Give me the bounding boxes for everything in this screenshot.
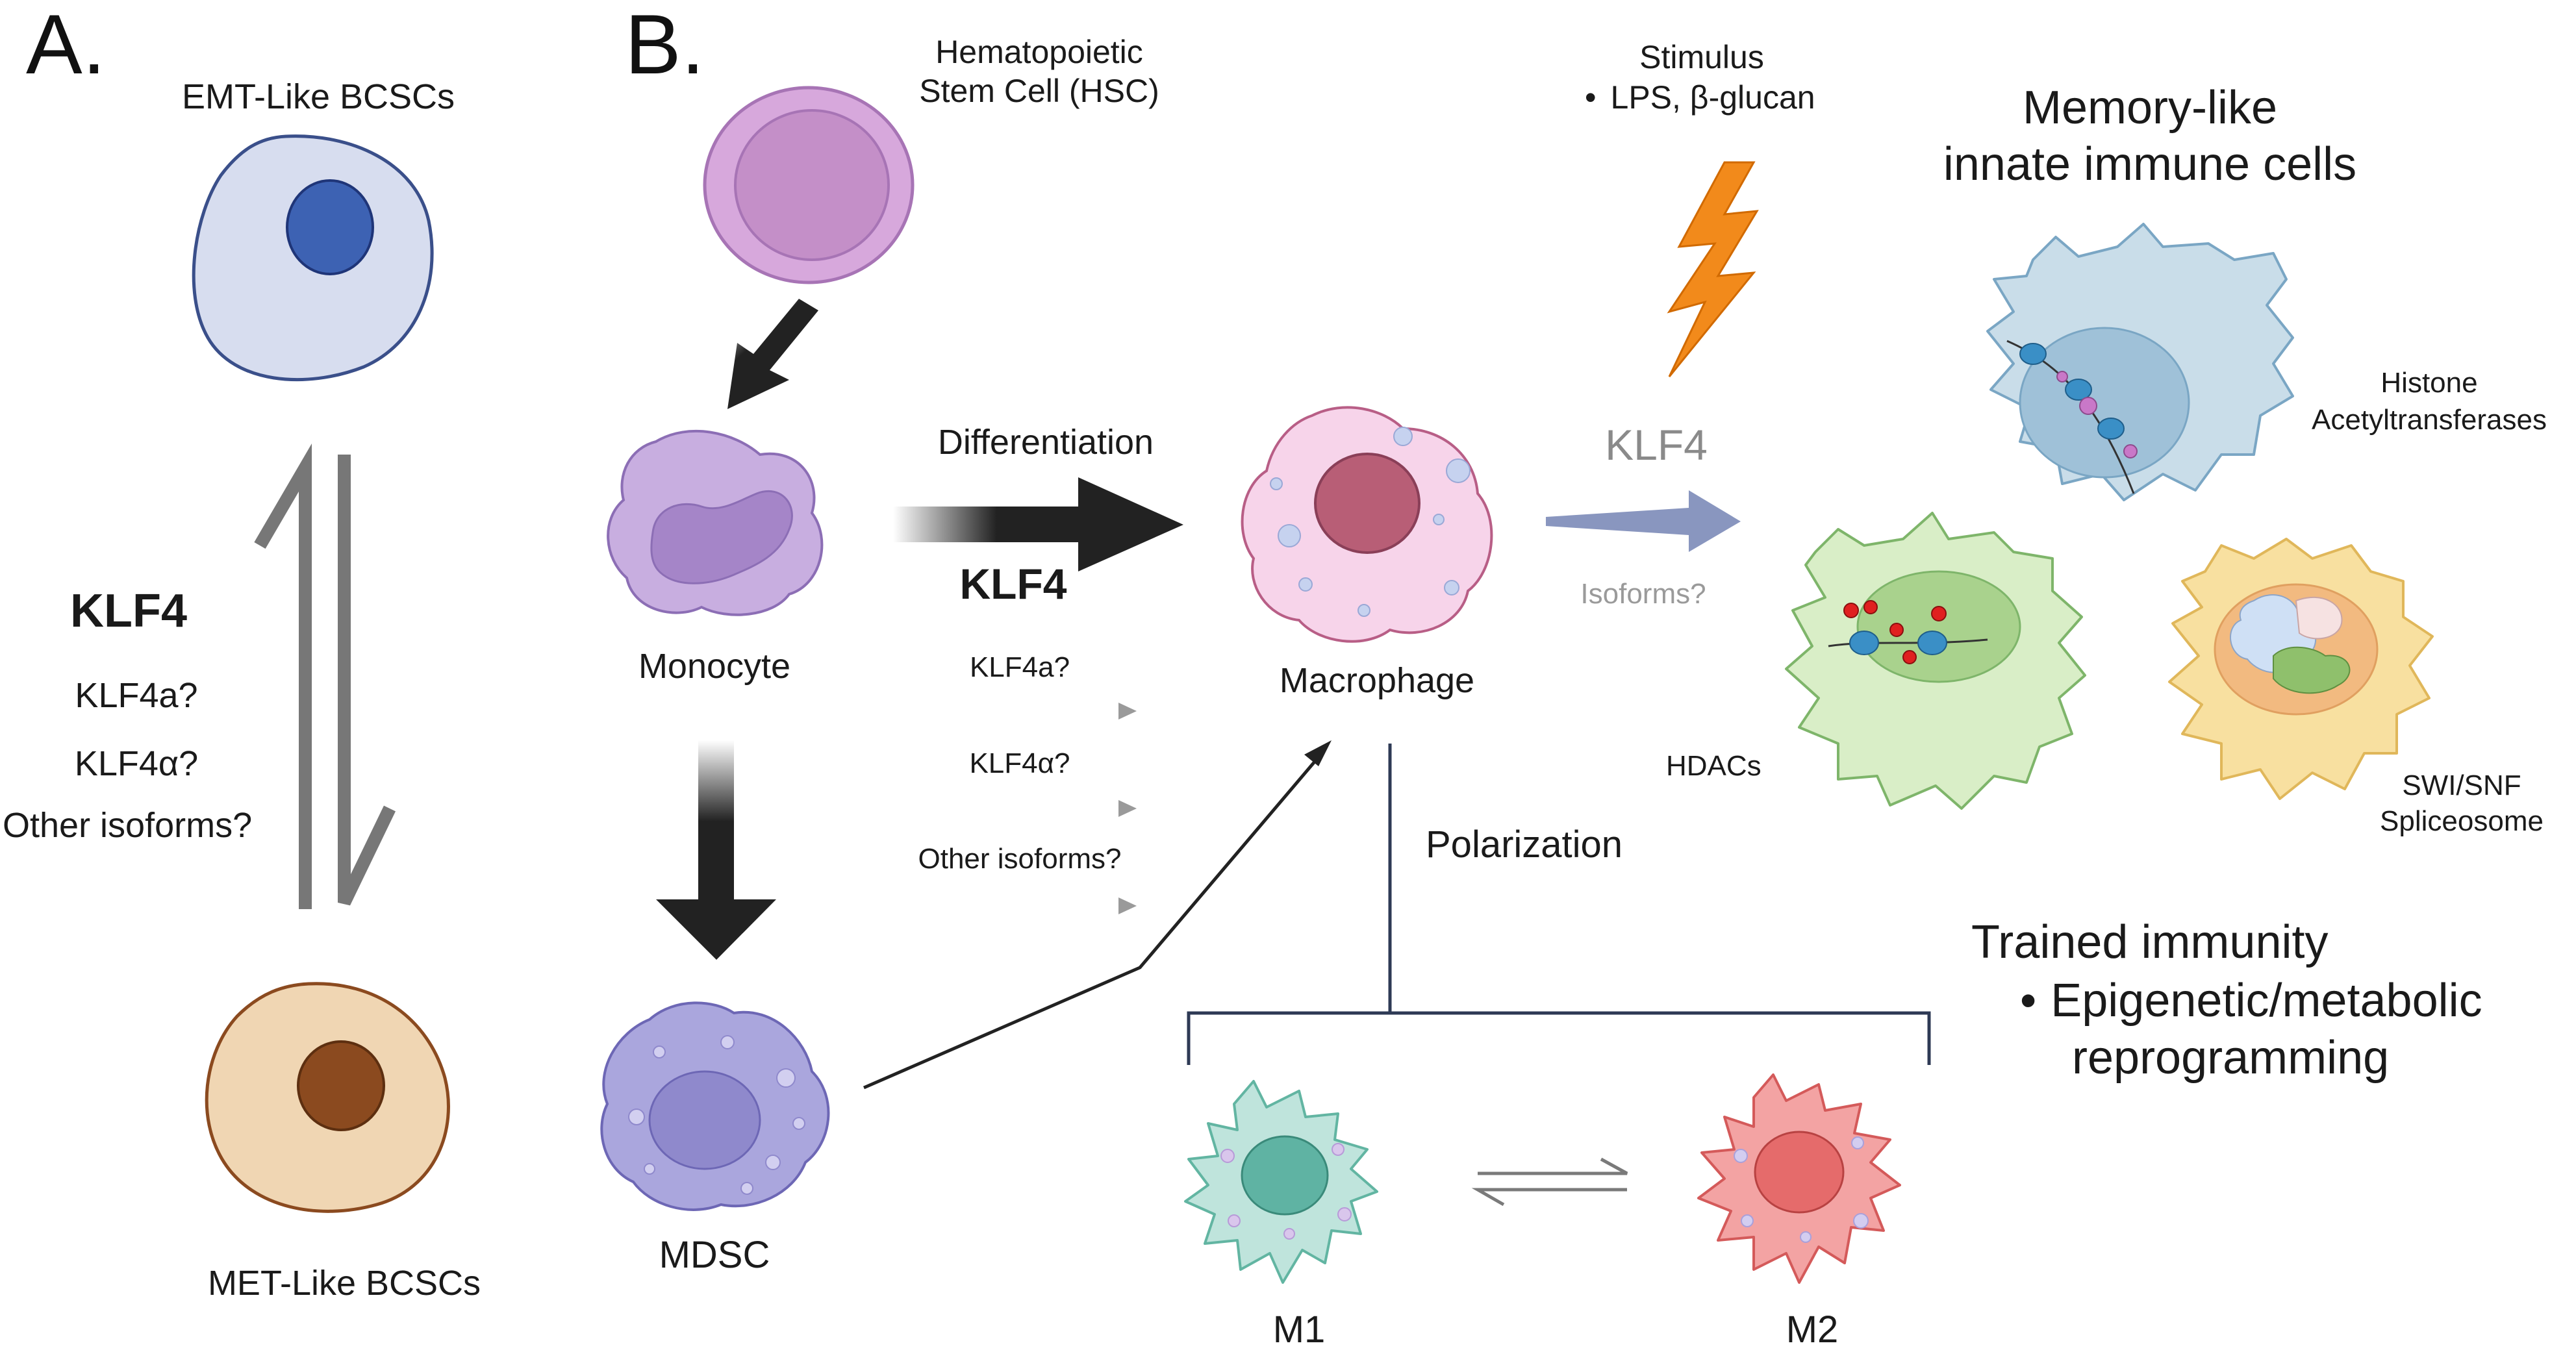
hsc-label-line1: Hematopoietic [935,34,1143,70]
hsc-to-monocyte-arrow [727,299,818,409]
memory-title-line1: Memory-like [2022,82,2278,134]
m1-m2-equilibrium-arrows [1471,1157,1628,1207]
m2-cell [1697,1073,1901,1284]
isoform-label-3: Other isoforms? [918,843,1122,875]
equilibrium-arrows-a [254,444,396,909]
hdac-cell [1785,512,2086,810]
histone-label-line1: Histone [2380,367,2478,399]
panel-a-label: A. [26,0,106,92]
klf4-bold-label: KLF4 [959,560,1067,608]
histone-label-line2: Acetyltransferases [2312,404,2547,436]
panel-a-klf4: KLF4 [70,585,187,637]
hat-cell [1986,223,2294,501]
isoform-label-2: KLF4α? [969,747,1070,779]
isoforms-grey-label: Isoforms? [1580,578,1706,610]
monocyte-to-mdsc-arrow [656,740,776,960]
trained-item-line2: reprogramming [2072,1032,2390,1084]
emt-label: EMT-Like BCSCs [181,77,455,116]
mdsc-label: MDSC [659,1234,770,1276]
met-nucleus [297,1040,385,1131]
differentiation-arrow [893,477,1183,571]
macrophage-label: Macrophage [1279,661,1475,700]
stimulus-title: Stimulus [1639,39,1764,75]
swi-snf-cell [2168,538,2434,800]
macrophage-cell [1241,406,1493,643]
monocyte-cell [607,429,824,616]
hsc-cell [703,86,915,284]
trained-immunity-title: Trained immunity [1971,916,2329,968]
polarization-label: Polarization [1426,823,1623,866]
swi-label-line2: Spliceosome [2380,805,2544,837]
isoform-arrows [929,709,1130,908]
panel-a-isoform-2: KLF4α? [74,744,199,783]
memory-title-line2: innate immune cells [1943,138,2357,190]
m1-cell [1184,1080,1378,1284]
monocyte-label: Monocyte [638,647,791,686]
lightning-icon [1667,161,1759,377]
isoform-arrowheads [1118,703,1137,914]
trained-item-line1: Epigenetic/metabolic [2020,974,2482,1028]
emt-cell [192,134,434,382]
emt-nucleus [286,179,374,275]
mdsc-cell [600,1001,830,1211]
klf4-isoform-arrow [1546,490,1741,552]
isoform-label-1: KLF4a? [969,651,1070,683]
hsc-label-line2: Stem Cell (HSC) [919,73,1159,109]
m1-label: M1 [1272,1308,1326,1351]
panel-a-isoform-3: Other isoforms? [3,806,253,845]
met-cell [205,982,450,1213]
klf4-grey-label: KLF4 [1605,421,1708,469]
panel-a-isoform-1: KLF4a? [75,676,198,715]
differentiation-label: Differentiation [937,423,1154,462]
swi-label-line1: SWI/SNF [2402,770,2521,801]
met-label: MET-Like BCSCs [207,1264,481,1303]
stimulus-item: LPS, β-glucan [1585,79,1815,117]
polarization-bracket [1187,744,1931,1065]
mdsc-to-macrophage-arrow [863,740,1332,1090]
m2-label: M2 [1786,1308,1839,1351]
hdacs-label: HDACs [1666,750,1762,782]
panel-b-label: B. [625,0,705,92]
